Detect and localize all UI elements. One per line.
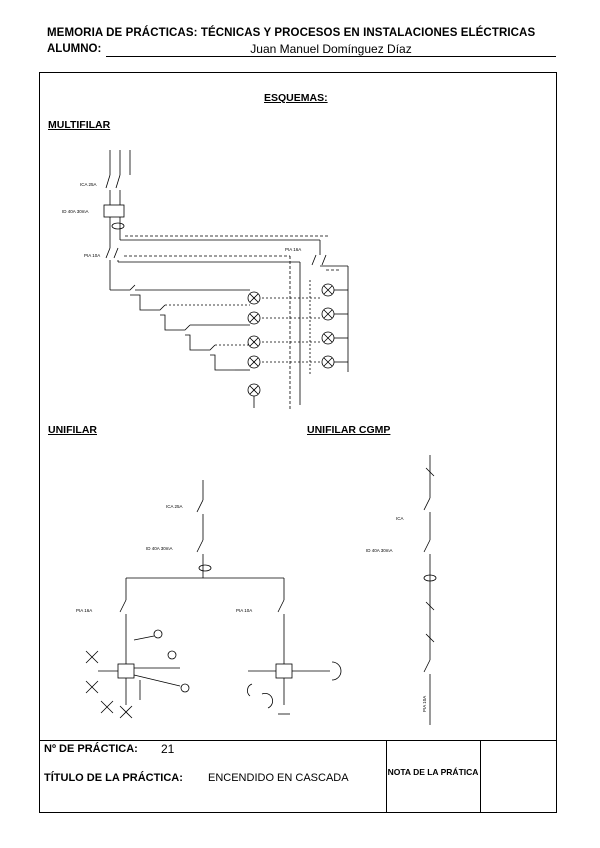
student-name: Juan Manuel Domínguez Díaz <box>250 42 412 56</box>
practice-title: ENCENDIDO EN CASCADA <box>208 772 349 784</box>
unifilar-pia1-label: PIA 16A <box>76 608 92 613</box>
cgmp-ica-label: ICA <box>396 516 404 521</box>
multifilar-pia2-label: PIA 16A <box>285 247 301 252</box>
page-frame <box>39 72 557 813</box>
unifilar-cgmp-title: UNIFILAR CGMP <box>307 424 391 436</box>
multifilar-pia1-label: PIA 10A <box>84 253 100 258</box>
practice-number: 21 <box>161 742 175 756</box>
multifilar-title: MULTIFILAR <box>48 119 111 131</box>
unifilar-title: UNIFILAR <box>48 424 97 436</box>
practice-number-label: Nº DE PRÁCTICA: <box>44 743 138 755</box>
unifilar-id-label: ID 40A 30mA <box>146 546 173 551</box>
student-name-underline <box>106 56 556 57</box>
multifilar-id-label: ID 40A 30mA <box>62 209 89 214</box>
grade-divider-right <box>480 740 481 813</box>
document-title: MEMORIA DE PRÁCTICAS: TÉCNICAS Y PROCESO… <box>47 27 536 39</box>
unifilar-ica-label: ICA 25A <box>166 504 183 509</box>
grade-label: NOTA DE LA PRÁTICA <box>387 767 479 777</box>
schemes-title: ESQUEMAS: <box>264 92 328 104</box>
unifilar-pia2-label: PIA 10A <box>236 608 252 613</box>
multifilar-ica-label: ICA 25A <box>80 182 97 187</box>
cgmp-pia-label: PIA 10A <box>422 696 427 712</box>
grade-divider-left <box>386 740 387 813</box>
practice-title-label: TÍTULO DE LA PRÁCTICA: <box>44 772 183 784</box>
student-label: ALUMNO: <box>47 43 102 55</box>
cgmp-id-label: ID 40A 30mA <box>366 548 393 553</box>
footer-divider <box>39 740 557 741</box>
diagram-labels: ICA 25A ID 40A 30mA PIA 10A PIA 16A ICA … <box>62 182 427 712</box>
